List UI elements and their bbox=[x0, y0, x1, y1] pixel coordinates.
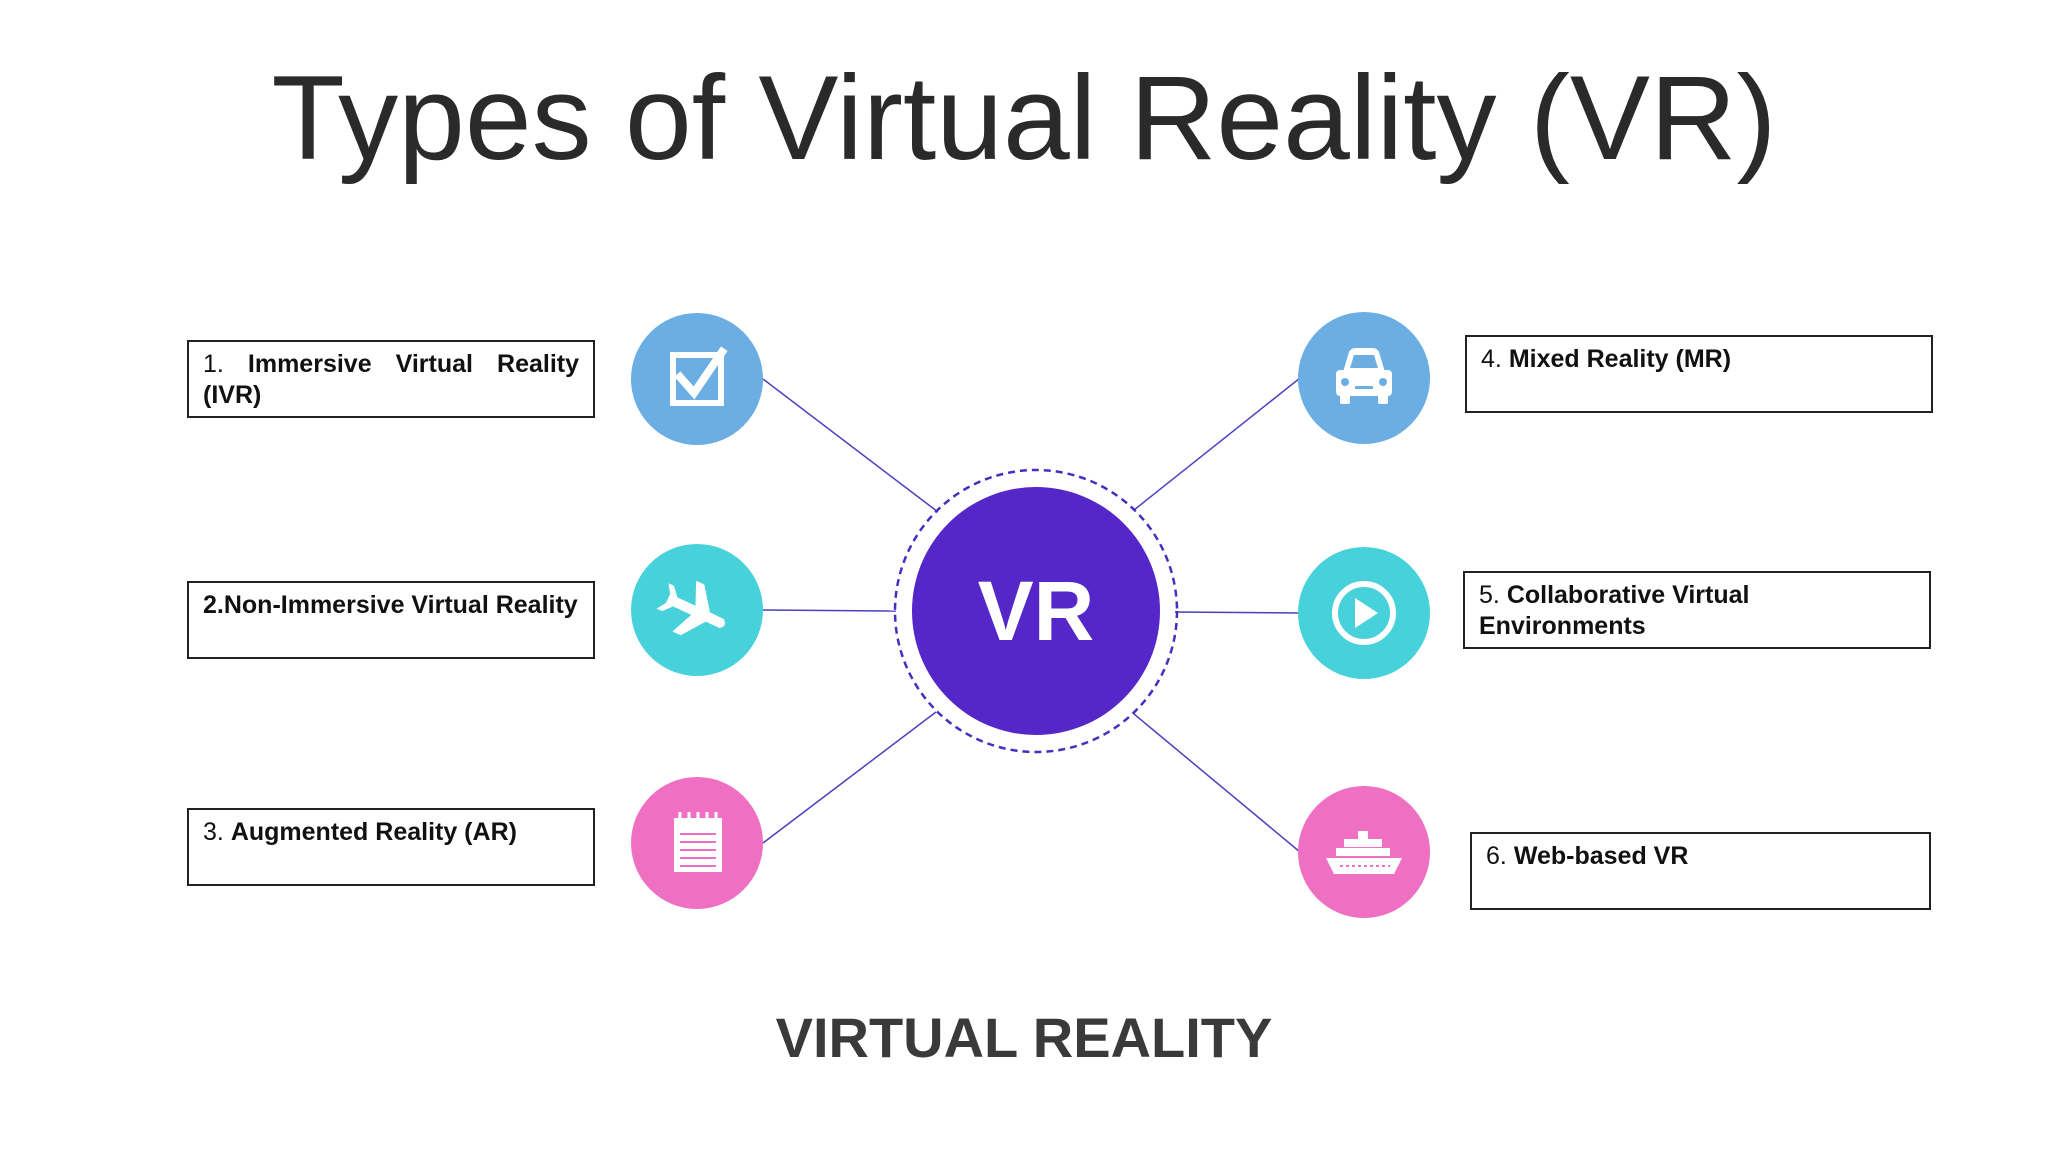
connector-4 bbox=[1133, 377, 1301, 511]
car-icon bbox=[1336, 348, 1392, 404]
node-6 bbox=[1298, 786, 1430, 918]
node-2 bbox=[631, 544, 763, 676]
label-3-number: 3. bbox=[203, 818, 224, 846]
label-box-6: 6. Web-based VR bbox=[1470, 832, 1931, 910]
label-1-number: 1. bbox=[203, 350, 224, 378]
label-box-1: 1. Immersive Virtual Reality (IVR) bbox=[187, 340, 595, 418]
connector-5 bbox=[1174, 611, 1301, 614]
connector-2 bbox=[762, 609, 897, 612]
center-label: VR bbox=[978, 564, 1095, 658]
connector-6 bbox=[1133, 713, 1301, 853]
label-2-text: Non-Immersive Virtual Reality bbox=[223, 591, 578, 619]
play-icon bbox=[1332, 581, 1396, 645]
checkbox-icon bbox=[670, 346, 728, 406]
node-3 bbox=[631, 777, 763, 909]
label-5-number: 5. bbox=[1479, 581, 1500, 609]
node-1-circle bbox=[631, 313, 763, 445]
label-3-text: Augmented Reality (AR) bbox=[230, 818, 517, 846]
node-4 bbox=[1298, 312, 1430, 444]
label-4-number: 4. bbox=[1481, 345, 1502, 373]
label-box-3: 3. Augmented Reality (AR) bbox=[187, 808, 595, 886]
label-5-text: Collaborative Virtual Environments bbox=[1479, 581, 1750, 640]
node-1 bbox=[631, 313, 763, 445]
center-dashed-ring bbox=[893, 468, 1179, 754]
node-5 bbox=[1298, 547, 1430, 679]
footer-subtitle: VIRTUAL REALITY bbox=[775, 1006, 1273, 1069]
label-6-text: Web-based VR bbox=[1513, 842, 1689, 870]
label-6-number: 6. bbox=[1486, 842, 1507, 870]
label-1-text: Immersive Virtual Reality (IVR) bbox=[203, 350, 579, 409]
label-4-text: Mixed Reality (MR) bbox=[1508, 345, 1732, 373]
label-box-5: 5. Collaborative Virtual Environments bbox=[1463, 571, 1931, 649]
notepad-icon bbox=[674, 812, 722, 872]
label-box-2: 2.Non-Immersive Virtual Reality bbox=[187, 581, 595, 659]
page-title: Types of Virtual Reality (VR) bbox=[271, 51, 1777, 185]
connector-3 bbox=[762, 711, 937, 844]
connector-1 bbox=[762, 378, 939, 513]
ship-icon bbox=[1326, 831, 1402, 874]
airplane-icon bbox=[656, 580, 725, 636]
label-2-number: 2. bbox=[203, 591, 224, 619]
center-circle bbox=[912, 487, 1160, 735]
label-box-4: 4. Mixed Reality (MR) bbox=[1465, 335, 1933, 413]
